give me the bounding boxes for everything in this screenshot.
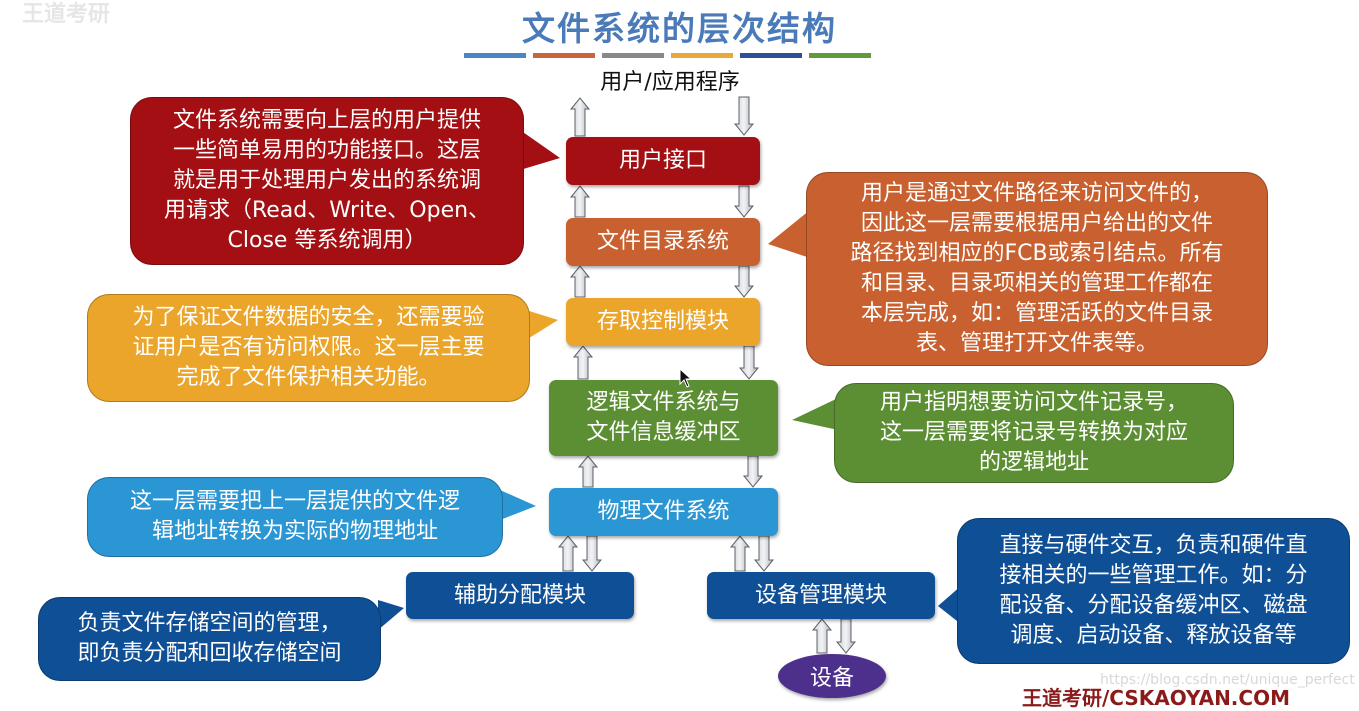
layer-label-line: 文件信息缓冲区	[586, 420, 741, 445]
callout-line: 辑地址转换为实际的物理地址	[151, 519, 438, 544]
callout-line: 这一层需要将记录号转换为对应	[879, 420, 1188, 445]
color-bar-segment	[671, 53, 733, 58]
footer-brand: 王道考研/CSKAOYAN.COM	[1022, 686, 1290, 710]
callout-line: 用户是通过文件路径来访问文件的，	[860, 181, 1213, 206]
layer-user-interface: 用户接口	[566, 137, 760, 185]
layer-label: 用户接口	[618, 148, 707, 173]
callout-logical-fs: 用户指明想要访问文件记录号， 这一层需要将记录号转换为对应 的逻辑地址	[834, 383, 1234, 483]
callout-line: Close 等系统调用）	[227, 228, 427, 253]
pointer-user-interface	[520, 130, 560, 170]
color-bar-segment	[740, 53, 802, 58]
callout-line: 这一层需要把上一层提供的文件逻	[129, 489, 460, 514]
layer-label: 设备管理模块	[754, 582, 887, 608]
logo-watermark: 王道考研	[22, 2, 111, 27]
pointer-file-directory	[768, 210, 810, 258]
callout-line: 用户指明想要访问文件记录号，	[879, 390, 1188, 415]
pointer-physical-fs	[500, 490, 536, 520]
callout-line: 为了保证文件数据的安全，还需要验	[132, 305, 485, 330]
page-title: 文件系统的层次结构	[522, 9, 837, 48]
pointer-logical-fs	[792, 398, 838, 430]
layer-label-line: 逻辑文件系统与	[586, 390, 741, 415]
up-arrow-icon	[729, 535, 751, 572]
layer-physical-file-system: 物理文件系统	[549, 488, 778, 536]
layer-allocation-module: 辅助分配模块	[406, 572, 634, 619]
pointer-device-mgmt	[938, 585, 962, 625]
color-bar-segment	[602, 53, 664, 58]
callout-line: 负责文件存储空间的管理，	[77, 611, 342, 636]
callout-line: 文件系统需要向上层的用户提供	[172, 108, 481, 133]
user-application-label: 用户/应用程序	[600, 70, 740, 95]
device-label: 设备	[809, 666, 854, 691]
layer-access-control-module: 存取控制模块	[566, 298, 760, 346]
callout-line: 和目录、目录项相关的管理工作都在	[860, 271, 1213, 296]
layer-label: 文件目录系统	[596, 229, 729, 254]
callout-line: 路径找到相应的FCB或索引结点。所有	[850, 241, 1224, 266]
callout-line: 本层完成，如：管理活跃的文件目录	[860, 301, 1213, 326]
callout-line: 配设备、分配设备缓冲区、磁盘	[999, 593, 1308, 618]
callout-device-mgmt: 直接与硬件交互，负责和硬件直 接相关的一些管理工作。如：分 配设备、分配设备缓冲…	[957, 518, 1350, 664]
up-arrow-icon	[569, 185, 591, 218]
device-node: 设备	[778, 654, 886, 698]
layer-label: 存取控制模块	[596, 309, 729, 334]
pointer-access-control	[526, 310, 558, 340]
color-bar-segment	[464, 53, 526, 58]
callout-allocation: 负责文件存储空间的管理， 即负责分配和回收存储空间	[38, 597, 381, 681]
callout-user-interface: 文件系统需要向上层的用户提供 一些简单易用的功能接口。这层 就是用于处理用户发出…	[130, 97, 524, 265]
callout-line: 因此这一层需要根据用户给出的文件	[860, 211, 1213, 236]
up-arrow-icon	[572, 345, 594, 380]
down-arrow-icon	[733, 265, 755, 298]
url-watermark: https://blog.csdn.net/unique_perfect	[1100, 672, 1355, 688]
callout-line: 证用户是否有访问权限。这一层主要	[132, 335, 485, 360]
callout-line: 的逻辑地址	[978, 450, 1089, 475]
pointer-allocation	[378, 600, 404, 630]
callout-access-control: 为了保证文件数据的安全，还需要验 证用户是否有访问权限。这一层主要 完成了文件保…	[87, 294, 530, 402]
up-arrow-icon	[811, 618, 833, 654]
down-arrow-icon	[581, 535, 603, 572]
mouse-cursor-icon	[679, 368, 693, 388]
layer-logical-file-system: 逻辑文件系统与 文件信息缓冲区	[549, 380, 778, 456]
color-bar-segment	[809, 53, 871, 58]
down-arrow-icon	[835, 618, 857, 654]
down-arrow-icon	[733, 96, 755, 136]
callout-line: 就是用于处理用户发出的系统调	[172, 168, 481, 193]
callout-line: 接相关的一些管理工作。如：分	[999, 563, 1308, 588]
callout-line: 直接与硬件交互，负责和硬件直	[999, 533, 1308, 558]
layer-device-management-module: 设备管理模块	[707, 572, 935, 619]
down-arrow-icon	[738, 345, 760, 380]
layer-file-directory-system: 文件目录系统	[566, 218, 760, 266]
down-arrow-icon	[753, 535, 775, 572]
callout-file-directory: 用户是通过文件路径来访问文件的， 因此这一层需要根据用户给出的文件 路径找到相应…	[806, 172, 1268, 366]
callout-line: 完成了文件保护相关功能。	[176, 365, 441, 390]
callout-line: 表、管理打开文件表等。	[915, 331, 1158, 356]
callout-line: 调度、启动设备、释放设备等	[1010, 623, 1297, 648]
layer-label: 辅助分配模块	[453, 582, 586, 608]
down-arrow-icon	[742, 455, 764, 488]
callout-physical-fs: 这一层需要把上一层提供的文件逻 辑地址转换为实际的物理地址	[87, 477, 503, 557]
up-arrow-icon	[557, 535, 579, 572]
color-bar-segment	[533, 53, 595, 58]
up-arrow-icon	[569, 265, 591, 298]
up-arrow-icon	[577, 455, 599, 488]
layer-label: 物理文件系统	[597, 499, 730, 524]
up-arrow-icon	[569, 97, 591, 137]
callout-line: 用请求（Read、Write、Open、	[163, 198, 491, 223]
callout-line: 即负责分配和回收存储空间	[77, 641, 342, 666]
callout-line: 一些简单易用的功能接口。这层	[172, 138, 481, 163]
down-arrow-icon	[733, 185, 755, 218]
